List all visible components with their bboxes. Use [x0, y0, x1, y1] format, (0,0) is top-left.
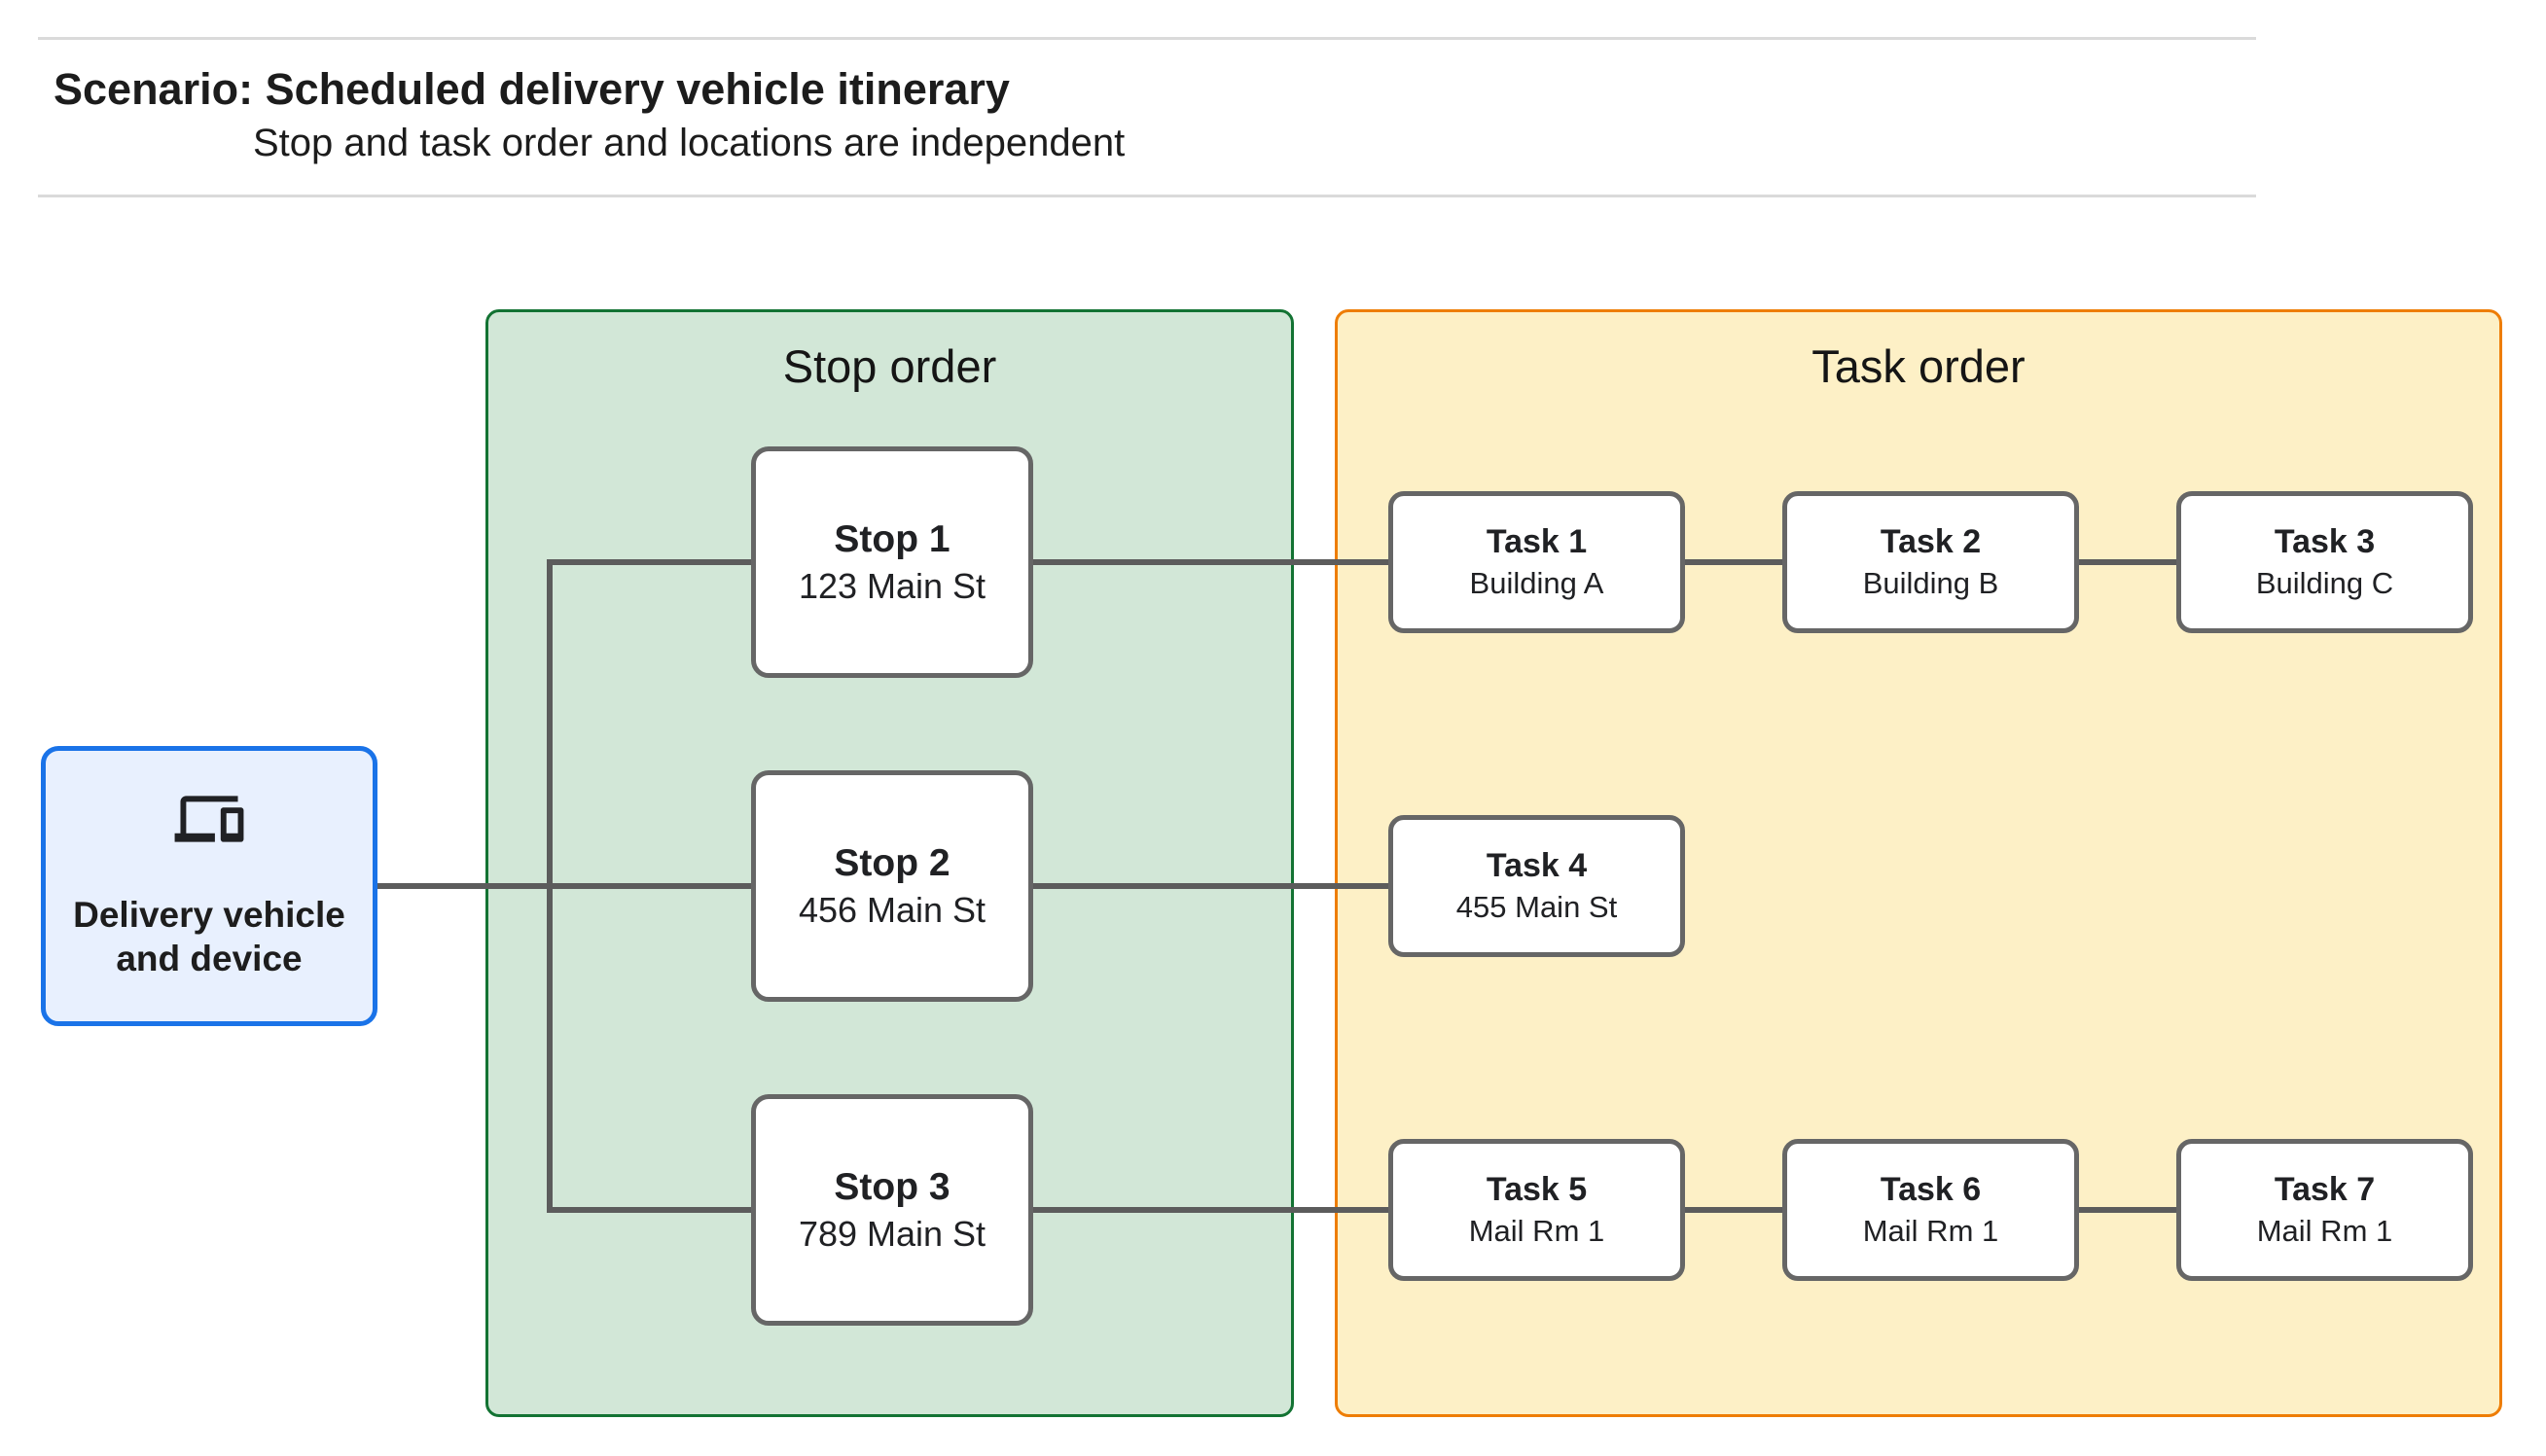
task-name: Task 5 [1486, 1171, 1588, 1209]
task-name: Task 6 [1880, 1171, 1982, 1209]
divider-bottom [38, 195, 2256, 197]
connector-task2-task3 [2074, 559, 2181, 565]
task-node-6: Task 6 Mail Rm 1 [1782, 1139, 2079, 1281]
task-name: Task 1 [1486, 523, 1588, 561]
task-name: Task 7 [2274, 1171, 2376, 1209]
delivery-vehicle-node: Delivery vehicle and device [41, 746, 377, 1026]
task-location: Building A [1469, 565, 1604, 600]
task-location: Mail Rm 1 [1468, 1213, 1605, 1248]
stop-name: Stop 3 [834, 1165, 950, 1208]
stop-address: 789 Main St [798, 1214, 986, 1255]
task-node-3: Task 3 Building C [2176, 491, 2473, 633]
connector-branch-vertical [547, 559, 553, 1213]
task-name: Task 3 [2274, 523, 2376, 561]
stop-node-1: Stop 1 123 Main St [751, 446, 1033, 678]
devices-icon [174, 792, 244, 852]
connector-device-to-branch [376, 883, 751, 889]
stop-name: Stop 2 [834, 841, 950, 884]
connector-stop2-task4 [1031, 883, 1393, 889]
connector-task1-task2 [1680, 559, 1787, 565]
stop-node-3: Stop 3 789 Main St [751, 1094, 1033, 1326]
task-location: Mail Rm 1 [1862, 1213, 1999, 1248]
stop-name: Stop 1 [834, 517, 950, 560]
connector-branch-to-stop1 [547, 559, 753, 565]
task-location: Mail Rm 1 [2256, 1213, 2393, 1248]
connector-task5-task6 [1680, 1207, 1787, 1213]
task-node-1: Task 1 Building A [1388, 491, 1685, 633]
page-title: Scenario: Scheduled delivery vehicle iti… [54, 64, 1010, 114]
stop-address: 456 Main St [798, 890, 986, 931]
stop-order-label: Stop order [782, 340, 997, 392]
delivery-vehicle-label-line2: and device [116, 939, 303, 978]
task-node-5: Task 5 Mail Rm 1 [1388, 1139, 1685, 1281]
task-name: Task 2 [1880, 523, 1982, 561]
connector-task6-task7 [2074, 1207, 2181, 1213]
connector-branch-to-stop3 [547, 1207, 753, 1213]
delivery-vehicle-label-line1: Delivery vehicle [73, 894, 345, 935]
connector-stop3-task5 [1031, 1207, 1393, 1213]
delivery-vehicle-label: Delivery vehicle and device [73, 893, 345, 981]
task-location: Building C [2255, 565, 2394, 600]
task-node-2: Task 2 Building B [1782, 491, 2079, 633]
task-name: Task 4 [1486, 847, 1588, 885]
task-node-4: Task 4 455 Main St [1388, 815, 1685, 957]
task-node-7: Task 7 Mail Rm 1 [2176, 1139, 2473, 1281]
stop-address: 123 Main St [798, 566, 986, 607]
connector-stop1-task1 [1031, 559, 1393, 565]
divider-top [38, 37, 2256, 40]
page-subtitle: Stop and task order and locations are in… [253, 122, 1126, 164]
task-order-label: Task order [1811, 340, 2026, 392]
task-location: 455 Main St [1455, 889, 1618, 924]
stop-node-2: Stop 2 456 Main St [751, 770, 1033, 1002]
task-location: Building B [1862, 565, 1999, 600]
